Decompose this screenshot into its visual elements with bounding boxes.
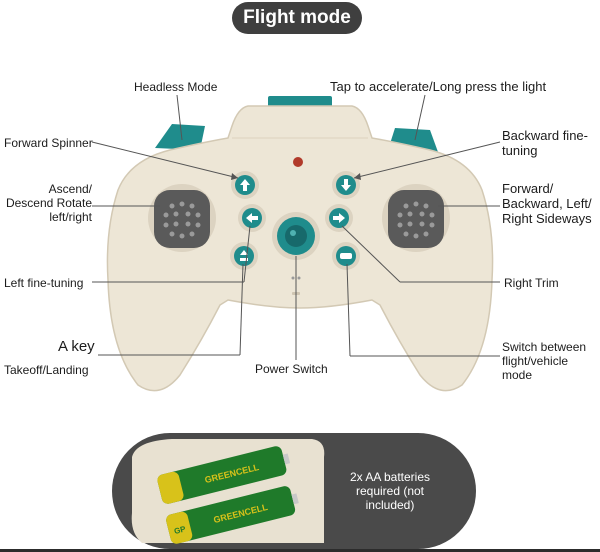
label-forward-line3: Right Sideways <box>502 211 592 226</box>
label-ascend-line2: Descend Rotate <box>5 196 92 210</box>
power-knob-icon <box>272 212 320 260</box>
label-switch-mode: Switch between flight/vehicle mode <box>502 340 586 382</box>
label-ascend-line3: left/right <box>49 210 92 224</box>
label-takeoff-landing: Takeoff/Landing <box>4 363 89 377</box>
label-switch-line3: mode <box>502 368 533 382</box>
battery-compartment: GREENCELL GP GREENCELL <box>131 439 325 544</box>
label-forward-line1: Forward/ <box>502 181 554 196</box>
battery-top: GREENCELL <box>157 446 291 504</box>
bottom-border <box>0 549 600 552</box>
takeoff-icon <box>230 242 258 270</box>
label-ascend-line1: Ascend/ <box>48 182 92 196</box>
left-speaker-grille <box>154 190 210 248</box>
label-backward-fine: Backward fine- tuning <box>502 128 588 158</box>
battery-note-line2: required (not <box>355 484 425 498</box>
label-headless-mode: Headless Mode <box>134 80 218 94</box>
page-title: Flight mode <box>232 2 362 34</box>
battery-note: 2x AA batteries required (not included) <box>330 470 450 512</box>
label-left-fine-tuning: Left fine-tuning <box>4 276 84 290</box>
battery-note-line1: 2x AA batteries <box>349 470 431 484</box>
label-right-trim: Right Trim <box>504 276 559 290</box>
label-forward-line2: Backward, Left/ <box>502 196 592 211</box>
label-switch-line2: flight/vehicle <box>502 354 569 368</box>
label-power-switch: Power Switch <box>255 362 328 376</box>
arrow-right-icon <box>325 204 353 232</box>
right-speaker-grille <box>388 190 444 248</box>
mode-switch-icon <box>332 242 360 270</box>
battery-bottom-logo: GP <box>173 524 187 536</box>
arrow-down-icon <box>332 171 360 199</box>
label-forward-spinner: Forward Spinner <box>4 136 93 150</box>
label-backward-fine-line1: Backward fine- <box>502 128 588 143</box>
indicator-light <box>293 157 303 167</box>
label-a-key: A key <box>58 338 95 355</box>
label-backward-fine-line2: tuning <box>502 143 538 158</box>
label-tap-accelerate: Tap to accelerate/Long press the light <box>330 79 547 94</box>
label-ascend-descend: Ascend/ Descend Rotate left/right <box>0 182 92 224</box>
arrow-up-icon <box>231 171 259 199</box>
label-switch-line1: Switch between <box>502 340 587 354</box>
battery-bottom: GP GREENCELL <box>166 486 299 544</box>
arrow-left-icon <box>238 204 266 232</box>
left-shoulder-trigger <box>155 124 205 150</box>
battery-note-line3: included) <box>365 498 415 512</box>
label-forward-backward: Forward/ Backward, Left/ Right Sideways <box>502 181 592 226</box>
